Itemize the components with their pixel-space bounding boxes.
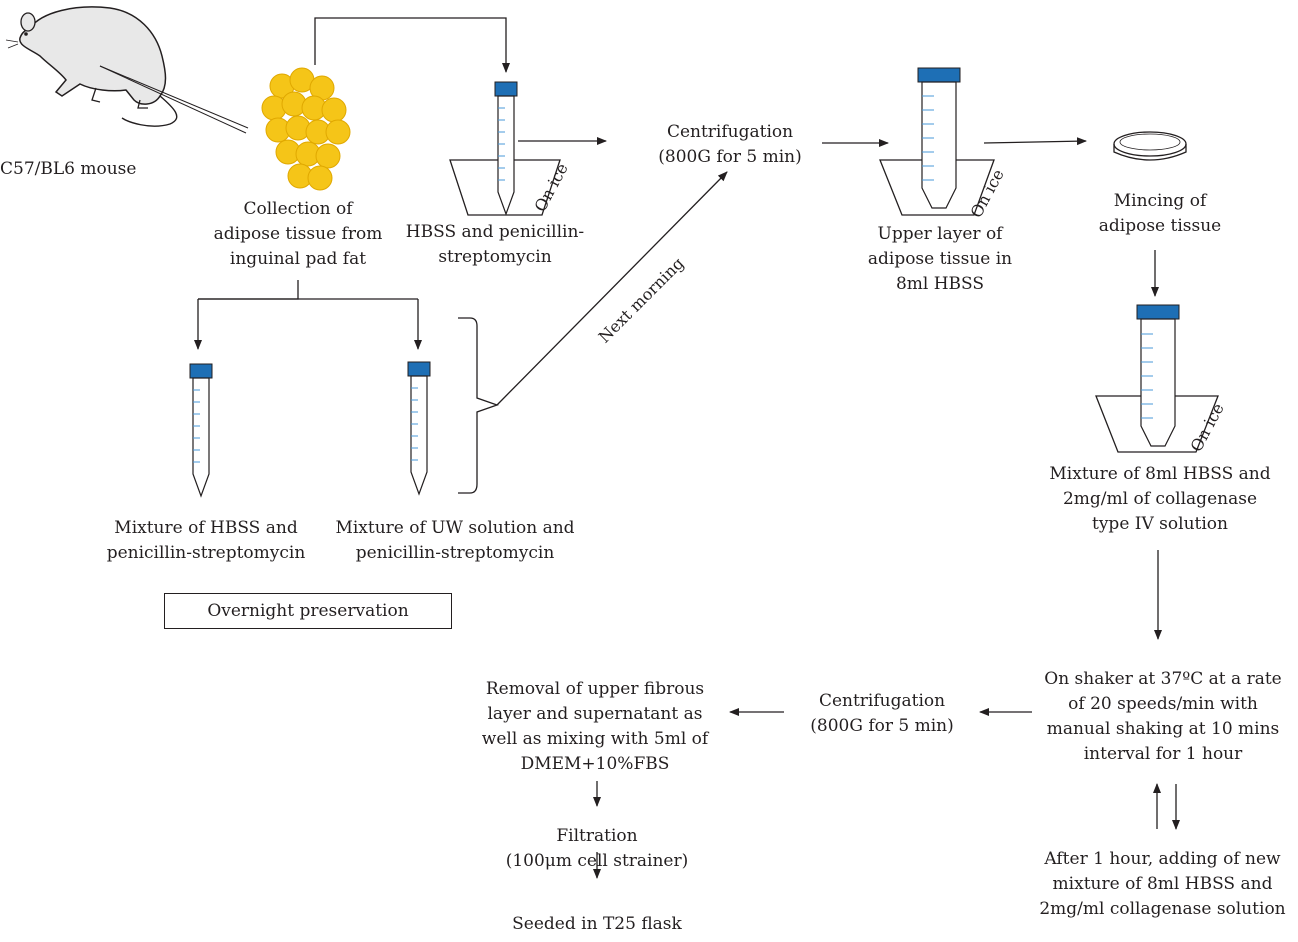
split-line [198,280,299,300]
on-ice-label-3: On ice [1187,400,1228,455]
mouse-label: C57/BL6 mouse [0,159,137,179]
arrow-fat-to-tube [314,17,510,73]
seeded-label: Seeded in T25 flask [512,914,682,934]
mixture-hbss-penicillin-label: Mixture of HBSS and penicillin-streptomy… [106,518,306,563]
centrifugation-label-2: Centrifugation (800G for 5 min) [810,691,954,736]
on-ice-label-1: On ice [531,160,572,215]
upper-layer-label: Upper layer of adipose tissue in 8ml HBS… [867,224,1013,294]
petri-dish-illustration [1113,131,1187,161]
removal-label: Removal of upper fibrous layer and super… [481,679,709,774]
pointer-line [99,65,249,129]
on-ice-label-2: On ice [967,166,1008,221]
centrifugation-label-1: Centrifugation (800G for 5 min) [658,122,802,167]
ice-bucket-2 [879,67,995,216]
bracket [458,317,499,494]
shaker-label: On shaker at 37ºC at a rate of 20 speeds… [1044,669,1282,764]
tube-hbss-penicillin [189,363,213,498]
mincing-label: Mincing of adipose tissue [1098,191,1222,236]
next-morning-label: Next morning [595,254,688,347]
mixture-uw-label: Mixture of UW solution and penicillin-st… [335,518,575,563]
tube-uw-solution [407,361,431,496]
mouse-illustration [5,6,178,127]
ice-bucket-3 [1095,304,1219,453]
mixture-collagenase-label: Mixture of 8ml HBSS and 2mg/ml of collag… [1049,464,1271,534]
fat-pad-illustration [261,67,351,191]
collection-label: Collection of adipose tissue from inguin… [213,199,383,269]
filtration-label: Filtration (100μm cell strainer) [505,826,689,871]
ice-bucket-1 [449,81,561,216]
pointer-line [99,65,247,134]
arrow-next-morning [496,171,728,406]
overnight-preservation-box: Overnight preservation [164,593,452,629]
after-hour-label: After 1 hour, adding of new mixture of 8… [1039,849,1286,919]
arrow-tube-to-dish [983,137,1087,146]
hbss-penicillin-label: HBSS and penicillin- streptomycin [405,222,585,267]
